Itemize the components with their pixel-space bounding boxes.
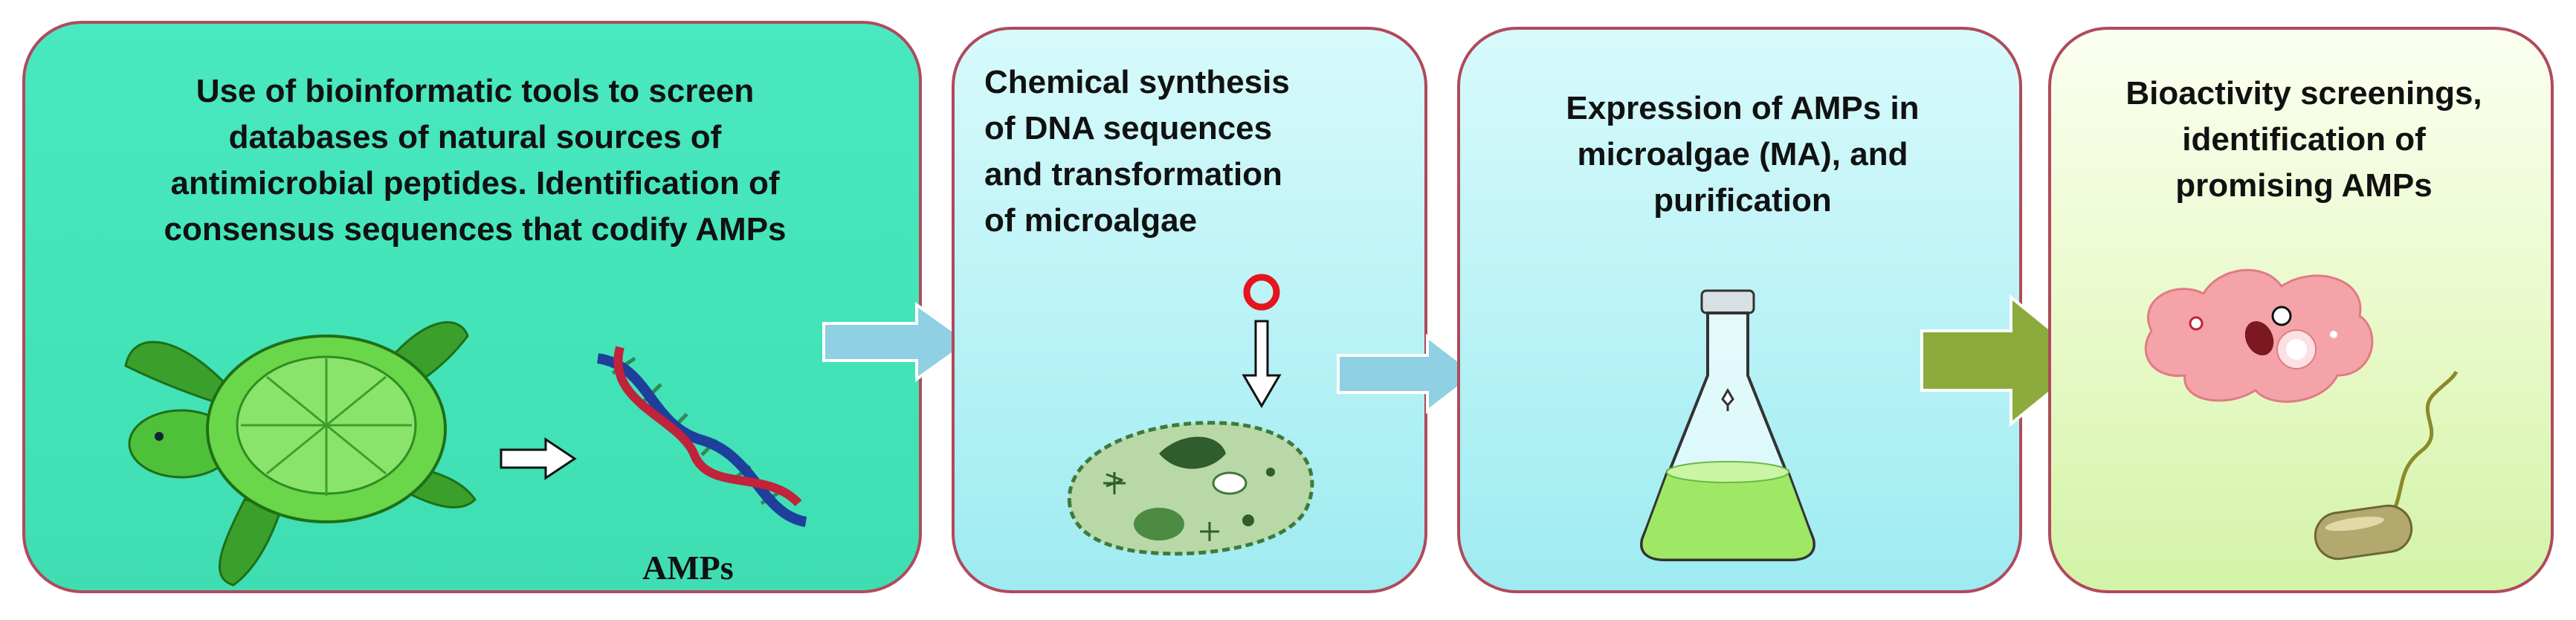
flow-arrow-1: [822, 302, 972, 382]
amps-label: AMPs: [642, 549, 734, 587]
step-4-text: Bioactivity screenings, identification o…: [2125, 75, 2482, 204]
outline-arrow-icon: [500, 437, 577, 480]
erlenmeyer-flask-icon: [1640, 289, 1815, 561]
bacterium-icon: [2314, 370, 2459, 561]
plasmid-ring-icon: [1243, 274, 1280, 311]
step-2-text: Chemical synthesis of DNA sequences and …: [984, 64, 1290, 239]
step-panel-bioinformatics: Use of bioinformatic tools to screen dat…: [22, 21, 922, 593]
flow-arrow-2: [1337, 333, 1479, 415]
step-panel-expression: Expression of AMPs in microalgae (MA), a…: [1457, 27, 2022, 593]
step-panel-synthesis: Chemical synthesis of DNA sequences and …: [952, 27, 1427, 593]
step-3-text: Expression of AMPs in microalgae (MA), a…: [1566, 90, 1920, 219]
step-1-text: Use of bioinformatic tools to screen dat…: [164, 73, 787, 248]
sea-turtle-icon: [124, 321, 477, 587]
down-outline-arrow-icon: [1242, 320, 1282, 408]
step-panel-bioactivity: Bioactivity screenings, identification o…: [2048, 27, 2554, 593]
dna-helix-icon: [596, 346, 807, 527]
microalga-cell-icon: [1067, 421, 1314, 556]
amoeba-icon: [2144, 268, 2374, 403]
